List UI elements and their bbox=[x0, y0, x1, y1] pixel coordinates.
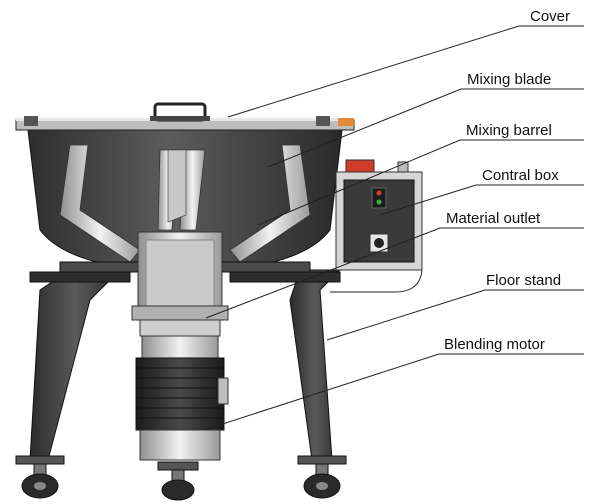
callout-blending-motor: Blending motor bbox=[203, 336, 584, 431]
callout-control-box: Contral box bbox=[379, 167, 584, 216]
callout-mixing-blade: Mixing blade bbox=[267, 71, 584, 168]
callout-cover: Cover bbox=[227, 8, 584, 118]
label-blending-motor: Blending motor bbox=[444, 336, 545, 353]
mixing-blade bbox=[157, 149, 206, 231]
caster-right bbox=[297, 455, 347, 499]
cover-handle bbox=[150, 102, 210, 122]
label-floor-stand: Floor stand bbox=[486, 272, 561, 289]
callout-floor-stand: Floor stand bbox=[326, 272, 584, 341]
cover bbox=[15, 102, 355, 131]
indicator-panel bbox=[371, 187, 387, 209]
callouts: Cover Mixing blade Mixing barrel Contral… bbox=[203, 8, 584, 431]
label-material-outlet: Material outlet bbox=[446, 210, 541, 227]
label-cover: Cover bbox=[530, 8, 570, 25]
floor-stand bbox=[15, 269, 347, 501]
label-control-box: Contral box bbox=[482, 167, 559, 184]
label-mixing-blade: Mixing blade bbox=[467, 71, 551, 88]
callout-material-outlet: Material outlet bbox=[205, 210, 584, 319]
caster-center bbox=[157, 461, 199, 501]
blending-motor bbox=[135, 335, 229, 461]
callout-mixing-barrel: Mixing barrel bbox=[257, 122, 584, 226]
label-mixing-barrel: Mixing barrel bbox=[466, 122, 552, 139]
power-switch bbox=[369, 233, 389, 253]
caster-left bbox=[15, 455, 65, 499]
material-outlet bbox=[131, 231, 229, 337]
control-box bbox=[330, 159, 423, 293]
